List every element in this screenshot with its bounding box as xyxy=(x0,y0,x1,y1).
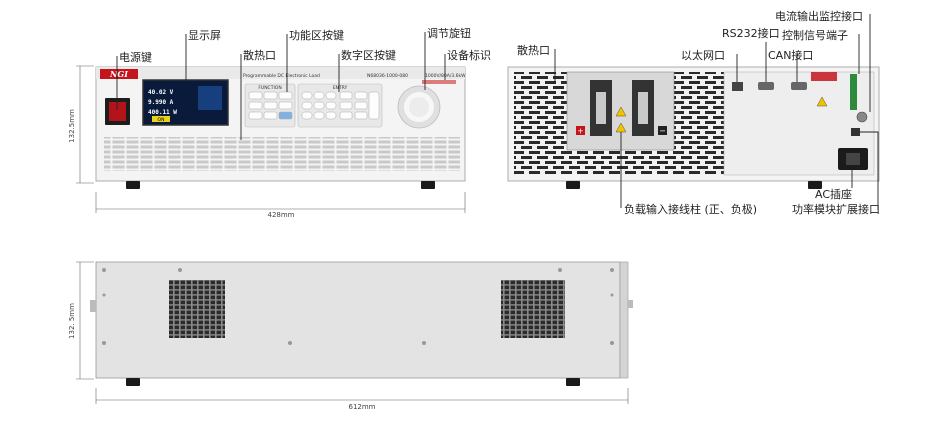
current-monitor-bnc[interactable] xyxy=(856,111,868,123)
lcd-power: 400.11 W xyxy=(148,109,177,116)
side-vent-right xyxy=(501,280,565,338)
lcd-current: 9.990 A xyxy=(148,99,174,106)
control-terminal-block[interactable] xyxy=(850,74,857,110)
label-power-key: 电源键 xyxy=(119,50,152,64)
side-width-dim: 612mm xyxy=(349,403,376,411)
svg-text:−: − xyxy=(659,127,666,136)
label-load-terminal: 负载输入接线柱 (正、负极) xyxy=(624,202,757,216)
numeric-keys[interactable] xyxy=(301,91,380,120)
function-keys[interactable] xyxy=(248,91,293,120)
product-name: Programmable DC Electronic Load xyxy=(243,73,320,79)
label-ac-socket: AC插座 xyxy=(815,187,852,201)
label-can: CAN接口 xyxy=(768,49,813,62)
side-height-dim: 132. 5mm xyxy=(68,303,76,339)
ethernet-port[interactable] xyxy=(732,82,743,91)
label-rs232: RS232接口 xyxy=(722,27,780,40)
svg-text:FUNCTION: FUNCTION xyxy=(258,85,281,91)
lcd-voltage: 40.02 V xyxy=(148,89,174,96)
label-numeric-keys: 数字区按键 xyxy=(341,48,396,62)
label-device-id: 设备标识 xyxy=(447,48,491,62)
svg-text:+: + xyxy=(577,127,584,136)
label-control-terminal: 控制信号端子 xyxy=(782,28,848,42)
label-ethernet: 以太网口 xyxy=(681,49,725,62)
svg-text:ON: ON xyxy=(158,117,165,123)
rear-view: + − 散热口 RS232接口 以太网口 CAN接口 电流输出监控接口 控制信号… xyxy=(507,9,880,216)
rs232-port[interactable] xyxy=(758,82,774,90)
can-port[interactable] xyxy=(791,82,807,90)
rating-label: 1000V/80A/3.6kW xyxy=(425,73,466,79)
lcd-status-badge xyxy=(152,116,170,122)
side-view: 132. 5mm 612mm xyxy=(68,261,633,411)
label-knob: 调节旋钮 xyxy=(427,26,471,40)
model-number: N68036-1000-080 xyxy=(367,73,408,79)
front-width-dim: 428mm xyxy=(268,211,295,219)
front-vent-slots xyxy=(104,137,460,171)
label-rear-vent: 散热口 xyxy=(517,43,550,57)
label-front-vent: 散热口 xyxy=(243,48,276,62)
label-display: 显示屏 xyxy=(188,29,221,42)
power-expansion-port[interactable] xyxy=(851,128,860,136)
front-height-dim: 132.5mm xyxy=(68,109,76,143)
front-view: 132.5mm NGI 40.02 V 9.990 A 400.11 W ON … xyxy=(68,26,491,219)
svg-text:ENTRY: ENTRY xyxy=(333,85,348,91)
side-vent-left xyxy=(169,280,225,338)
label-power-expansion: 功率模块扩展接口 xyxy=(792,202,880,216)
label-function-keys: 功能区按键 xyxy=(289,28,344,42)
label-current-monitor: 电流输出监控接口 xyxy=(775,9,863,23)
svg-text:NGI: NGI xyxy=(109,69,128,79)
brand-logo xyxy=(100,69,138,79)
